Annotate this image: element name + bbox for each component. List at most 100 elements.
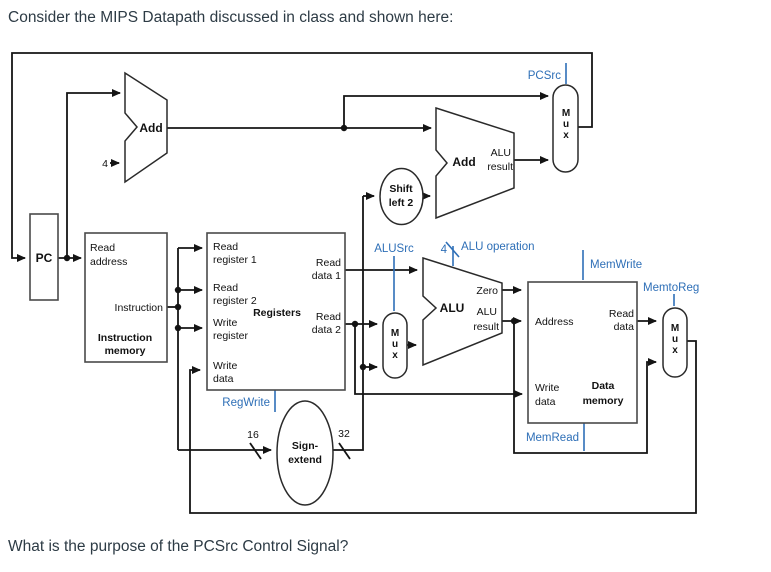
junction-instr-wr [174,324,182,332]
bus-width-slash-16 [249,442,262,460]
imem-port-address: address [90,256,127,268]
dmem-title-line2: memory [583,395,624,407]
dmem-rd-line2: data [614,321,635,333]
branch-adder-result-line1: ALU [491,147,511,159]
regs-rd2-line2: data 2 [312,324,341,336]
alusrc-mux-letter-m: M [391,328,399,339]
regs-wd-line2: data [213,373,234,385]
regs-wr-line2: register [213,330,249,342]
memtoreg-mux-shape [662,307,688,378]
alusrc-mux-shape [382,312,408,379]
bus-width-slash-32 [338,442,351,460]
dmem-port-address: Address [535,316,574,328]
memtoreg-mux-letter-m: M [671,323,679,334]
memwrite-label: MemWrite [590,259,642,271]
pc-box [29,213,59,301]
registers-box [206,232,346,391]
regs-rr2-line1: Read [213,282,238,294]
pc-adder-label: Add [139,121,162,135]
regs-rr2-line2: register 2 [213,295,257,307]
junction-sign-extend [359,363,367,371]
instruction-memory-box [84,232,168,363]
memread-label: MemRead [526,432,579,444]
constant-4-label: 4 [102,158,108,170]
alu-label: ALU [440,301,465,315]
sign-extend-line2: extend [288,454,322,466]
junction-alu-result [510,317,518,325]
dmem-rd-line1: Read [609,308,634,320]
question-text: What is the purpose of the PCSrc Control… [8,538,349,555]
junction-read-data-2 [351,320,359,328]
regs-rr1-line1: Read [213,241,238,253]
instruction-memory: Read address Instruction Instruction mem… [84,232,168,363]
imem-title-line1: Instruction [98,332,152,344]
pcsrc-mux-letter-x: x [563,130,569,141]
memtoreg-label: MemtoReg [643,282,699,294]
sign-extend-line1: Sign- [292,440,319,452]
alusrc-mux-letter-u: u [392,339,398,350]
wire-pc-to-adder [66,89,121,258]
dmem-wd-line1: Write [535,382,559,394]
pcsrc-mux: M u x [552,84,579,173]
regs-wr-line1: Write [213,317,237,329]
alu-result-line2: result [473,321,499,333]
registers-title: Registers [253,307,301,319]
shift-label-line1: Shift [389,183,413,195]
wire-writeback [189,340,697,514]
regs-wd-line1: Write [213,360,237,372]
alu: ALU Zero ALU result [422,256,503,367]
alu-zero-label: Zero [476,285,498,297]
branch-adder: Add ALU result [435,106,515,220]
junction-instr-rr2 [174,286,182,294]
alu-operation-label: ALU operation [461,241,535,253]
wire-pcplus4-to-mux [343,92,549,128]
branch-adder-shape [435,106,515,220]
alu-operation-width-label: 4 [441,244,448,256]
regs-rd2-line1: Read [316,311,341,323]
question-prompt: Consider the MIPS Datapath discussed in … [8,9,454,26]
wire-alu-result-bypass [513,321,657,454]
control-lines [274,63,675,451]
alu-operation-slash [445,241,460,258]
alu-shape [422,256,503,367]
wire-read-data-2-to-dmem [354,324,523,398]
alusrc-label: ALUSrc [374,243,414,255]
regs-rr1-line2: register 1 [213,254,257,266]
regs-rd1-line1: Read [316,257,341,269]
bus-width-32-label: 32 [338,428,350,440]
pc-adder-shape [124,71,168,184]
pcsrc-mux-letter-u: u [563,119,569,130]
imem-title-line2: memory [105,345,146,357]
branch-adder-label: Add [452,155,475,169]
alusrc-mux-letter-x: x [392,350,398,361]
data-memory: Address Write data Read data Data memory [527,281,638,424]
shift-label-line2: left 2 [389,197,414,209]
regwrite-label: RegWrite [222,397,270,409]
data-memory-box [527,281,638,424]
pc-adder: Add [124,71,168,184]
memtoreg-mux-letter-x: x [672,345,678,356]
alusrc-mux: M u x [382,312,408,379]
branch-adder-result-line2: result [487,161,513,173]
memtoreg-mux-letter-u: u [672,334,678,345]
pcsrc-mux-shape [552,84,579,173]
sign-extend-shape [276,400,334,506]
registers-unit: Read register 1 Read register 2 Write re… [206,232,346,391]
dmem-wd-line2: data [535,396,556,408]
junction-pcplus4 [340,124,348,132]
junction-dots [63,124,518,371]
pc-register: PC [29,213,59,301]
imem-port-instruction: Instruction [115,302,164,314]
control-labels: PCSrc ALUSrc 4 ALU operation RegWrite Me… [222,70,699,444]
shift-left-2-shape [379,167,424,226]
memtoreg-mux: M u x [662,307,688,378]
bus-width-16-label: 16 [247,429,259,441]
wires [11,52,697,514]
pcsrc-label: PCSrc [528,70,561,82]
imem-port-read: Read [90,242,115,254]
pcsrc-mux-letter-m: M [562,108,570,119]
regs-rd1-line2: data 1 [312,270,341,282]
shift-left-2: Shift left 2 [379,167,424,226]
sign-extend: Sign- extend [276,400,334,506]
